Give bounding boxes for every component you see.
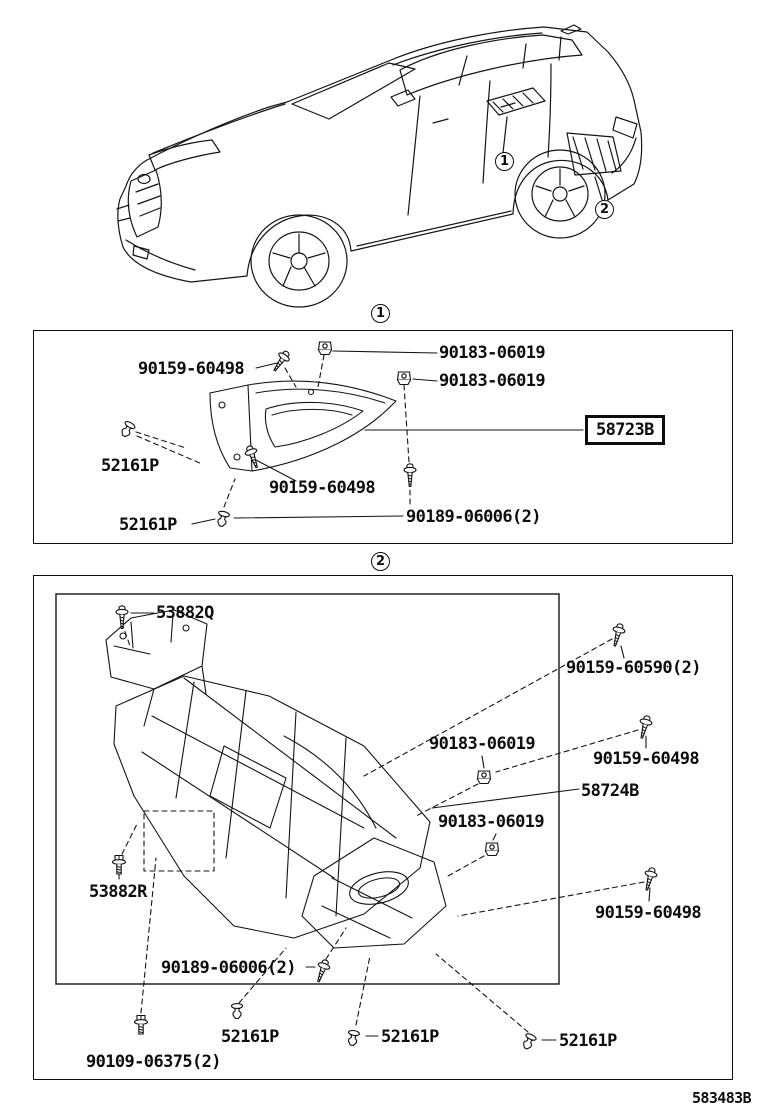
screw-icon — [403, 463, 417, 488]
part-label-s2-5: 58724B — [581, 781, 639, 801]
part-label-s1-5: 90159-60498 — [269, 478, 376, 498]
part-label-s1-7: 90189-06006(2) — [406, 507, 541, 527]
screw-icon — [242, 443, 263, 471]
clip-pin-icon — [520, 1031, 538, 1052]
screw-icon — [608, 621, 627, 649]
part-label-s1-6: 52161P — [119, 515, 177, 535]
screw-icon — [269, 347, 294, 375]
part-label-s2-1: 53882Q — [156, 603, 214, 623]
vehicle-callout-2: 2 — [595, 200, 614, 219]
front-wheel — [250, 214, 348, 308]
inner-frame — [55, 593, 560, 985]
part-label-s1-4: 52161P — [101, 456, 159, 476]
clip-pin-icon — [230, 1003, 244, 1020]
grommet-clip-icon — [317, 341, 333, 356]
part-label-s2-2: 90159-60590(2) — [566, 658, 701, 678]
section2-caption: 2 — [371, 552, 390, 571]
fender-seal-illustration — [118, 341, 584, 529]
clip-pin-icon — [118, 419, 137, 440]
part-label-s2-4: 90159-60498 — [593, 749, 700, 769]
vehicle-illustration — [116, 24, 643, 308]
part-label-s2-6: 90183-06019 — [438, 812, 545, 832]
screw-icon — [312, 957, 333, 985]
part-label-s2-12: 52161P — [559, 1031, 617, 1051]
grommet-clip-icon — [484, 842, 500, 857]
clip-pin-icon — [214, 509, 231, 529]
part-label-s1-3: 90183-06019 — [439, 371, 546, 391]
part-label-s2-11: 52161P — [381, 1027, 439, 1047]
screw-icon — [115, 605, 129, 630]
part-label-s1-2: 90183-06019 — [439, 343, 546, 363]
section2-box: 53882Q 90159-60590(2) 90183-06019 90159-… — [33, 575, 733, 1080]
grommet-clip-icon — [476, 770, 492, 785]
bolt-icon — [133, 1014, 149, 1035]
vehicle-callout-1: 1 — [495, 152, 514, 171]
part-label-s2-8: 90159-60498 — [595, 903, 702, 923]
grommet-clip-icon — [396, 371, 412, 386]
bolt-icon — [111, 854, 127, 875]
screw-icon — [635, 713, 654, 741]
part-label-s2-3: 90183-06019 — [429, 734, 536, 754]
part-location-rear-cover — [566, 132, 622, 204]
diagram-code: 583483B — [692, 1089, 752, 1107]
part-label-s2-13: 90109-06375(2) — [86, 1052, 221, 1072]
section1-box: 90159-60498 90183-06019 90183-06019 5872… — [33, 330, 733, 544]
under-cover-illustration — [55, 593, 659, 1052]
part-label-s2-10: 52161P — [221, 1027, 279, 1047]
clip-pin-icon — [345, 1029, 361, 1047]
part-label-s2-9: 90189-06006(2) — [161, 958, 296, 978]
part-location-front-cover — [486, 87, 546, 154]
part-label-s2-7: 53882R — [89, 882, 147, 902]
rear-wheel — [514, 149, 606, 239]
part-label-s1-1: 90159-60498 — [138, 359, 245, 379]
section1-caption: 1 — [371, 304, 390, 323]
highlighted-part-number: 58723B — [585, 415, 665, 445]
